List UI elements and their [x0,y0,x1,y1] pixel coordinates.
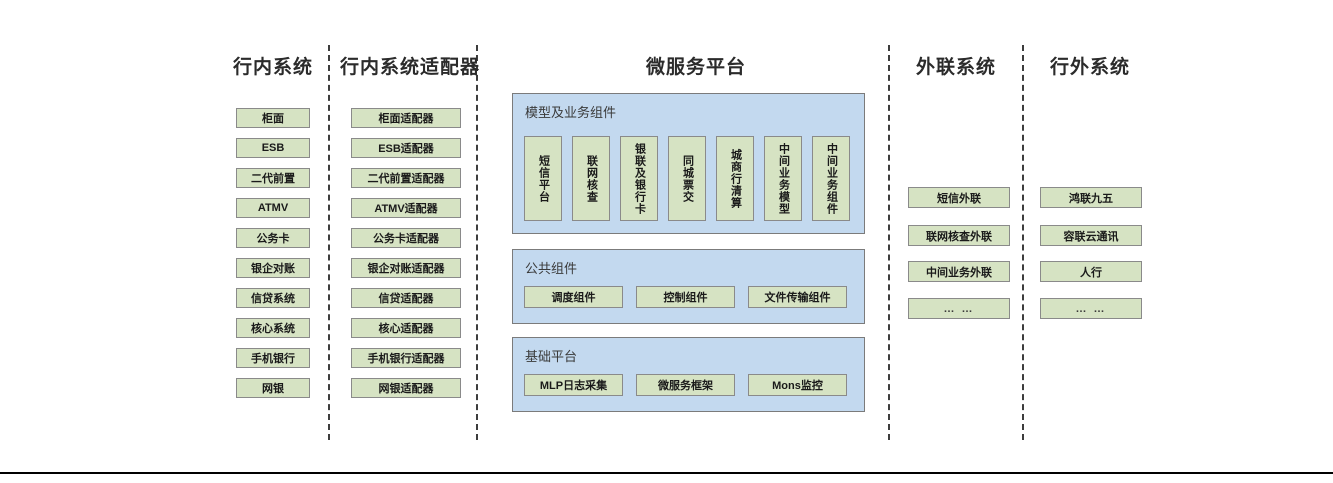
panel-title-model-business-components: 模型及业务组件 [525,105,617,120]
node-internal-5[interactable]: 银企对账 [236,258,310,278]
node-adapter-5[interactable]: 银企对账适配器 [351,258,461,278]
node-internal-6[interactable]: 信贷系统 [236,288,310,308]
column-divider-3 [888,45,890,440]
node-external-link-0[interactable]: 短信外联 [908,187,1010,208]
node-model-2[interactable]: 银联及银行卡 [620,136,658,221]
node-model-0[interactable]: 短信平台 [524,136,562,221]
node-public-2[interactable]: 文件传输组件 [748,286,847,308]
column-divider-2 [476,45,478,440]
column-title-internal: 行内系统 [232,57,313,78]
node-adapter-1[interactable]: ESB适配器 [351,138,461,158]
column-title-external-link: 外联系统 [915,57,996,78]
node-model-4[interactable]: 城商行清算 [716,136,754,221]
node-internal-2[interactable]: 二代前置 [236,168,310,188]
node-external-link-3[interactable]: … … [908,298,1010,319]
node-base-1[interactable]: 微服务框架 [636,374,735,396]
node-internal-3[interactable]: ATMV [236,198,310,218]
node-model-6[interactable]: 中间业务组件 [812,136,850,221]
node-internal-8[interactable]: 手机银行 [236,348,310,368]
node-base-2[interactable]: Mons监控 [748,374,847,396]
node-adapter-8[interactable]: 手机银行适配器 [351,348,461,368]
node-internal-9[interactable]: 网银 [236,378,310,398]
node-public-0[interactable]: 调度组件 [524,286,623,308]
column-title-adapters: 行内系统适配器 [340,57,481,78]
node-model-5[interactable]: 中间业务模型 [764,136,802,221]
node-external-link-2[interactable]: 中间业务外联 [908,261,1010,282]
node-internal-4[interactable]: 公务卡 [236,228,310,248]
node-internal-0[interactable]: 柜面 [236,108,310,128]
node-public-1[interactable]: 控制组件 [636,286,735,308]
node-model-3[interactable]: 同城票交 [668,136,706,221]
node-adapter-7[interactable]: 核心适配器 [351,318,461,338]
node-adapter-3[interactable]: ATMV适配器 [351,198,461,218]
node-outside-2[interactable]: 人行 [1040,261,1142,282]
column-title-platform: 微服务平台 [645,57,746,78]
panel-title-public-components: 公共组件 [525,261,578,276]
node-outside-3[interactable]: … … [1040,298,1142,319]
bottom-rule [0,472,1333,474]
node-adapter-6[interactable]: 信贷适配器 [351,288,461,308]
node-internal-7[interactable]: 核心系统 [236,318,310,338]
column-divider-4 [1022,45,1024,440]
node-adapter-4[interactable]: 公务卡适配器 [351,228,461,248]
node-model-1[interactable]: 联网核查 [572,136,610,221]
panel-title-base-platform: 基础平台 [525,349,578,364]
node-adapter-2[interactable]: 二代前置适配器 [351,168,461,188]
node-adapter-9[interactable]: 网银适配器 [351,378,461,398]
column-divider-1 [328,45,330,440]
node-outside-1[interactable]: 容联云通讯 [1040,225,1142,246]
column-title-outside: 行外系统 [1049,57,1130,78]
node-external-link-1[interactable]: 联网核查外联 [908,225,1010,246]
node-internal-1[interactable]: ESB [236,138,310,158]
node-adapter-0[interactable]: 柜面适配器 [351,108,461,128]
node-base-0[interactable]: MLP日志采集 [524,374,623,396]
node-outside-0[interactable]: 鸿联九五 [1040,187,1142,208]
